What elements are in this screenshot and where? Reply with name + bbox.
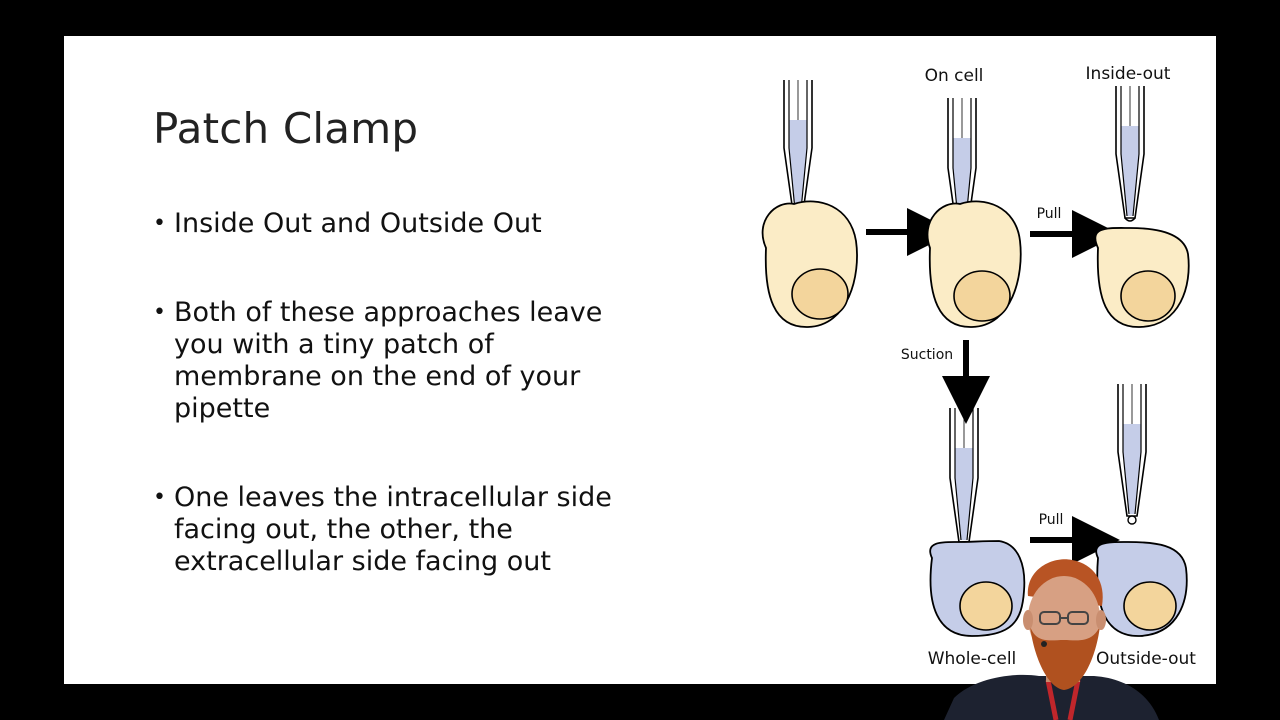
bullet-item: Inside Out and Outside Out [153, 208, 623, 240]
cell-inside-out [1094, 227, 1190, 328]
label-pull-bottom: Pull [1039, 512, 1064, 528]
label-pull-top: Pull [1037, 206, 1062, 222]
label-inside-out: Inside-out [1086, 64, 1171, 84]
cell-on-cell [926, 200, 1022, 328]
bullet-item: One leaves the intracellular side facing… [153, 482, 623, 578]
bullet-item: Both of these approaches leave you with … [153, 297, 623, 425]
pipette-approach [783, 80, 813, 220]
cell-approach [761, 200, 858, 328]
pipette-whole-cell [949, 408, 979, 543]
bullet-list: Inside Out and Outside Out Both of these… [153, 208, 623, 578]
pipette-outside-out [1117, 384, 1147, 525]
slide-title: Patch Clamp [153, 104, 419, 153]
label-whole-cell: Whole-cell [928, 649, 1017, 669]
presenter-webcam [944, 548, 1164, 720]
cell-whole-cell [929, 540, 1026, 637]
label-on-cell: On cell [925, 66, 984, 86]
patch-clamp-diagram: On cell Pull Inside-out [761, 64, 1196, 669]
slide: Patch Clamp Inside Out and Outside Out B… [64, 36, 1216, 684]
presenter-video-icon [944, 559, 1159, 720]
pipette-inside-out [1115, 86, 1145, 222]
cell-outside-out [1095, 541, 1188, 637]
label-outside-out: Outside-out [1096, 649, 1196, 669]
label-suction: Suction [901, 347, 953, 363]
